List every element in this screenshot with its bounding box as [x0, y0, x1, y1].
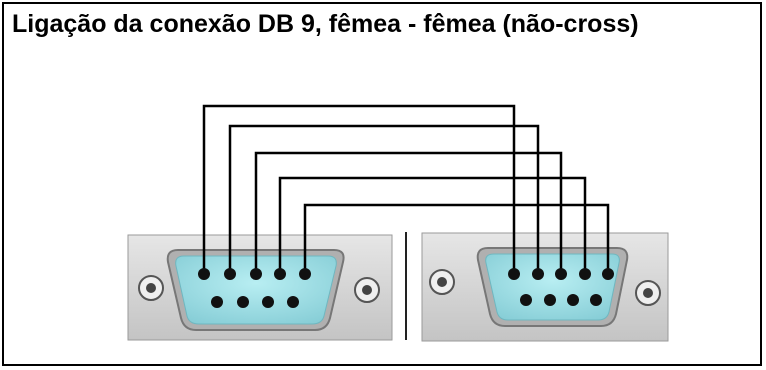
right-screw-b-hole	[643, 288, 653, 298]
left-pins	[198, 268, 311, 308]
right-d-sub-shell	[485, 253, 620, 321]
left-pin-5	[299, 268, 311, 280]
right-pin-2	[532, 268, 544, 280]
right-pin-8	[567, 294, 579, 306]
wire-pin-2	[228, 124, 540, 272]
left-pin-8	[262, 296, 274, 308]
left-pin-7	[237, 296, 249, 308]
right-pin-6	[520, 294, 532, 306]
right-pin-3	[555, 268, 567, 280]
left-db9-connector	[127, 234, 393, 341]
right-screw-a-hole	[437, 277, 447, 287]
left-pin-6	[211, 296, 223, 308]
right-pin-4	[579, 268, 591, 280]
diagram-title: Ligação da conexão DB 9, fêmea - fêmea (…	[12, 10, 639, 38]
wire-pin-1	[202, 104, 516, 272]
right-pin-9	[590, 294, 602, 306]
right-pin-5	[602, 268, 614, 280]
right-pin-7	[544, 294, 556, 306]
wire-group	[202, 104, 610, 272]
right-pin-1	[508, 268, 520, 280]
wire-pin-4	[278, 176, 587, 272]
left-pin-3	[250, 268, 262, 280]
wire-pin-3	[254, 151, 563, 272]
left-screw-b-hole	[362, 285, 372, 295]
right-pins	[508, 268, 614, 306]
left-screw-a-hole	[146, 283, 156, 293]
left-pin-2	[224, 268, 236, 280]
left-pin-1	[198, 268, 210, 280]
wire-pin-5	[303, 203, 610, 272]
left-pin-4	[274, 268, 286, 280]
right-db9-connector	[421, 232, 669, 342]
left-pin-9	[287, 296, 299, 308]
